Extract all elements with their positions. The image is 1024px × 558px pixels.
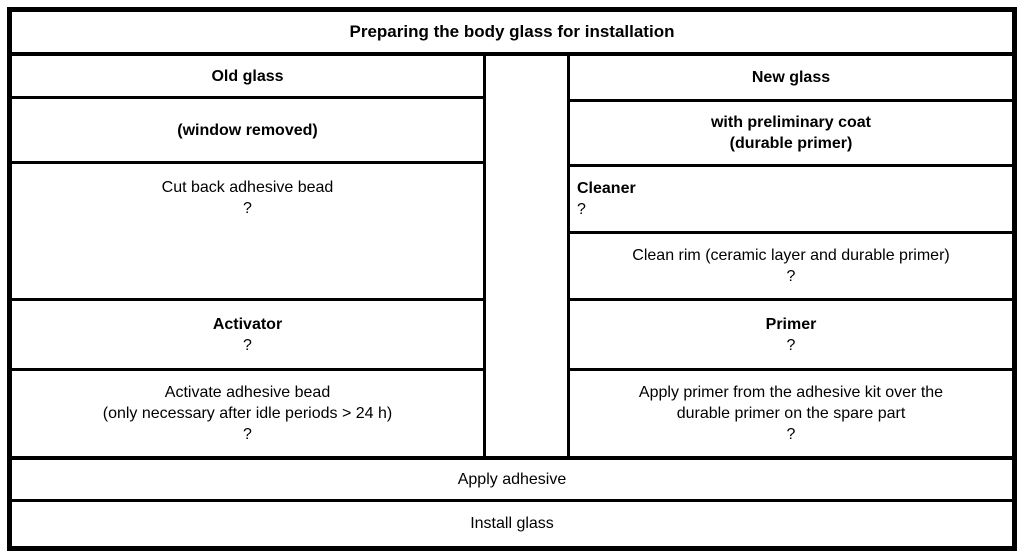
- activate-line2: (only necessary after idle periods > 24 …: [102, 405, 393, 422]
- cleaner-question-mark: ?: [577, 201, 586, 218]
- step-preliminary-coat: with preliminary coat (durable primer): [570, 102, 1012, 167]
- step-clean-rim: Clean rim (ceramic layer and durable pri…: [570, 234, 1012, 301]
- apply-primer-line1: Apply primer from the adhesive kit over …: [638, 384, 944, 401]
- page-title: Preparing the body glass for installatio…: [12, 12, 1012, 56]
- step-activate-adhesive-bead: Activate adhesive bead (only necessary a…: [12, 371, 483, 456]
- activate-line1: Activate adhesive bead: [164, 384, 331, 401]
- cleaner-label: Cleaner: [577, 180, 636, 197]
- clean-rim-text: Clean rim (ceramic layer and durable pri…: [632, 247, 950, 264]
- primer-question-mark: ?: [786, 336, 796, 354]
- activate-question-mark: ?: [243, 426, 252, 443]
- step-primer: Primer ?: [570, 301, 1012, 371]
- primer-label: Primer: [765, 315, 817, 333]
- cut-back-question-mark: ?: [243, 200, 252, 217]
- clean-rim-question-mark: ?: [786, 268, 796, 285]
- step-apply-primer: Apply primer from the adhesive kit over …: [570, 371, 1012, 456]
- apply-primer-line2: durable primer on the spare part: [676, 405, 906, 422]
- old-glass-header: Old glass: [12, 56, 483, 99]
- cut-back-text: Cut back adhesive bead: [161, 179, 334, 196]
- activator-question-mark: ?: [243, 336, 252, 354]
- step-cleaner: Cleaner ?: [570, 167, 1012, 234]
- apply-primer-question-mark: ?: [786, 426, 796, 443]
- step-activator: Activator ?: [12, 301, 483, 371]
- flowchart-table: Preparing the body glass for installatio…: [7, 7, 1017, 551]
- step-window-removed: (window removed): [12, 99, 483, 164]
- preliminary-coat-line1: with preliminary coat: [710, 114, 872, 131]
- install-glass-row: Install glass: [470, 515, 554, 532]
- activator-label: Activator: [212, 315, 283, 333]
- new-glass-header: New glass: [570, 56, 1012, 102]
- old-glass-column: Old glass (window removed) Cut back adhe…: [12, 56, 486, 456]
- apply-adhesive-row: Apply adhesive: [12, 460, 1012, 502]
- column-divider-gap: [486, 56, 570, 456]
- step-cut-back-adhesive-bead: Cut back adhesive bead ?: [12, 164, 483, 301]
- preliminary-coat-line2: (durable primer): [729, 135, 853, 152]
- main-section: Old glass (window removed) Cut back adhe…: [12, 56, 1012, 460]
- new-glass-column: New glass with preliminary coat (durable…: [570, 56, 1012, 456]
